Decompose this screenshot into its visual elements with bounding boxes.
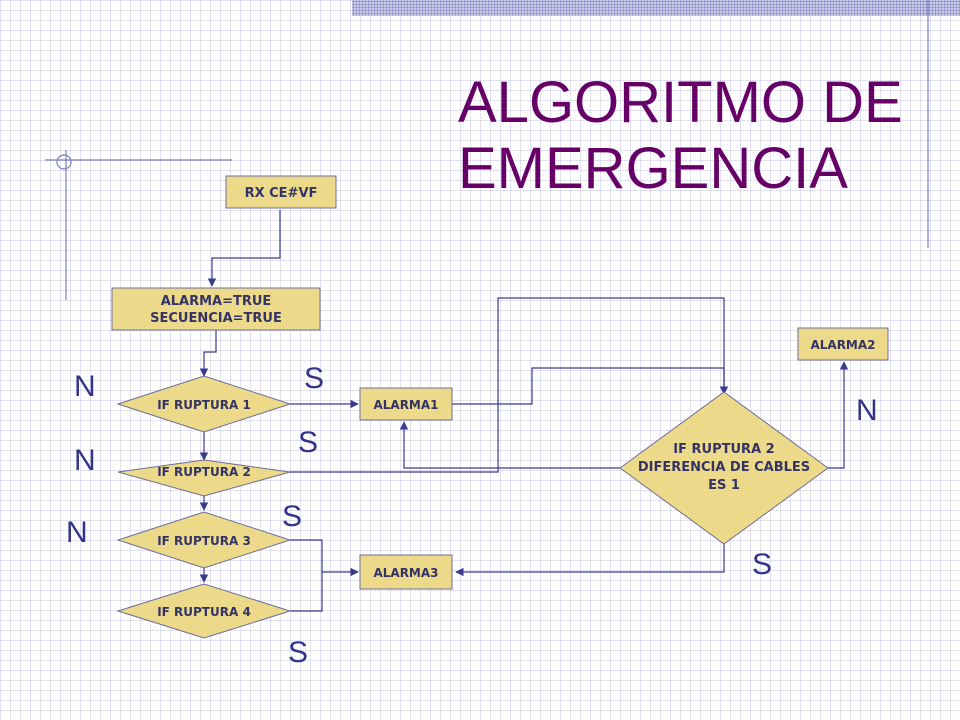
svg-text:IF RUPTURA 2: IF RUPTURA 2	[157, 465, 251, 479]
svg-text:SECUENCIA=TRUE: SECUENCIA=TRUE	[150, 311, 282, 326]
svg-text:ALARMA=TRUE: ALARMA=TRUE	[161, 294, 272, 309]
node-alarma-secuencia: ALARMA=TRUE SECUENCIA=TRUE	[111, 287, 321, 331]
node-ruptura-2: IF RUPTURA 2	[117, 459, 291, 497]
node-ruptura-1: IF RUPTURA 1	[116, 375, 292, 433]
label-s-3: S	[282, 500, 302, 533]
node-diferencia-cables: IF RUPTURA 2 DIFERENCIA DE CABLES ES 1	[619, 391, 829, 545]
node-rx: RX CE#VF	[225, 175, 337, 209]
label-s-1: S	[304, 362, 324, 395]
node-alarma3: ALARMA3	[359, 554, 453, 590]
svg-text:ALARMA2: ALARMA2	[810, 338, 875, 352]
svg-text:RX CE#VF: RX CE#VF	[245, 186, 318, 201]
label-s-5: S	[752, 548, 772, 581]
label-n-1: N	[74, 370, 96, 403]
page-title: ALGORITMO DE EMERGENCIA	[458, 70, 938, 202]
page-title-line-1: ALGORITMO DE	[458, 70, 903, 135]
connectors	[199, 210, 849, 612]
svg-text:IF RUPTURA 2: IF RUPTURA 2	[673, 442, 774, 457]
svg-text:ALARMA3: ALARMA3	[373, 566, 438, 580]
svg-text:IF RUPTURA 4: IF RUPTURA 4	[157, 605, 251, 619]
svg-text:ALARMA1: ALARMA1	[373, 398, 438, 412]
svg-text:ES 1: ES 1	[708, 478, 740, 493]
svg-text:IF RUPTURA 1: IF RUPTURA 1	[157, 398, 251, 412]
decorative-top-band	[352, 0, 960, 16]
decorative-lines	[45, 0, 929, 300]
node-ruptura-3: IF RUPTURA 3	[116, 511, 292, 569]
page-title-line-2: EMERGENCIA	[458, 136, 848, 201]
label-s-2: S	[298, 426, 318, 459]
label-n-2: N	[74, 444, 96, 477]
label-n-3: N	[66, 516, 88, 549]
svg-text:DIFERENCIA DE CABLES: DIFERENCIA DE CABLES	[638, 460, 810, 475]
label-n-4: N	[856, 394, 878, 427]
label-s-4: S	[288, 636, 308, 669]
svg-text:IF RUPTURA 3: IF RUPTURA 3	[157, 534, 251, 548]
node-ruptura-4: IF RUPTURA 4	[116, 583, 292, 639]
branch-labels: N N N N S S S S S	[66, 362, 878, 669]
node-alarma1: ALARMA1	[359, 387, 453, 421]
node-alarma2: ALARMA2	[797, 327, 889, 361]
